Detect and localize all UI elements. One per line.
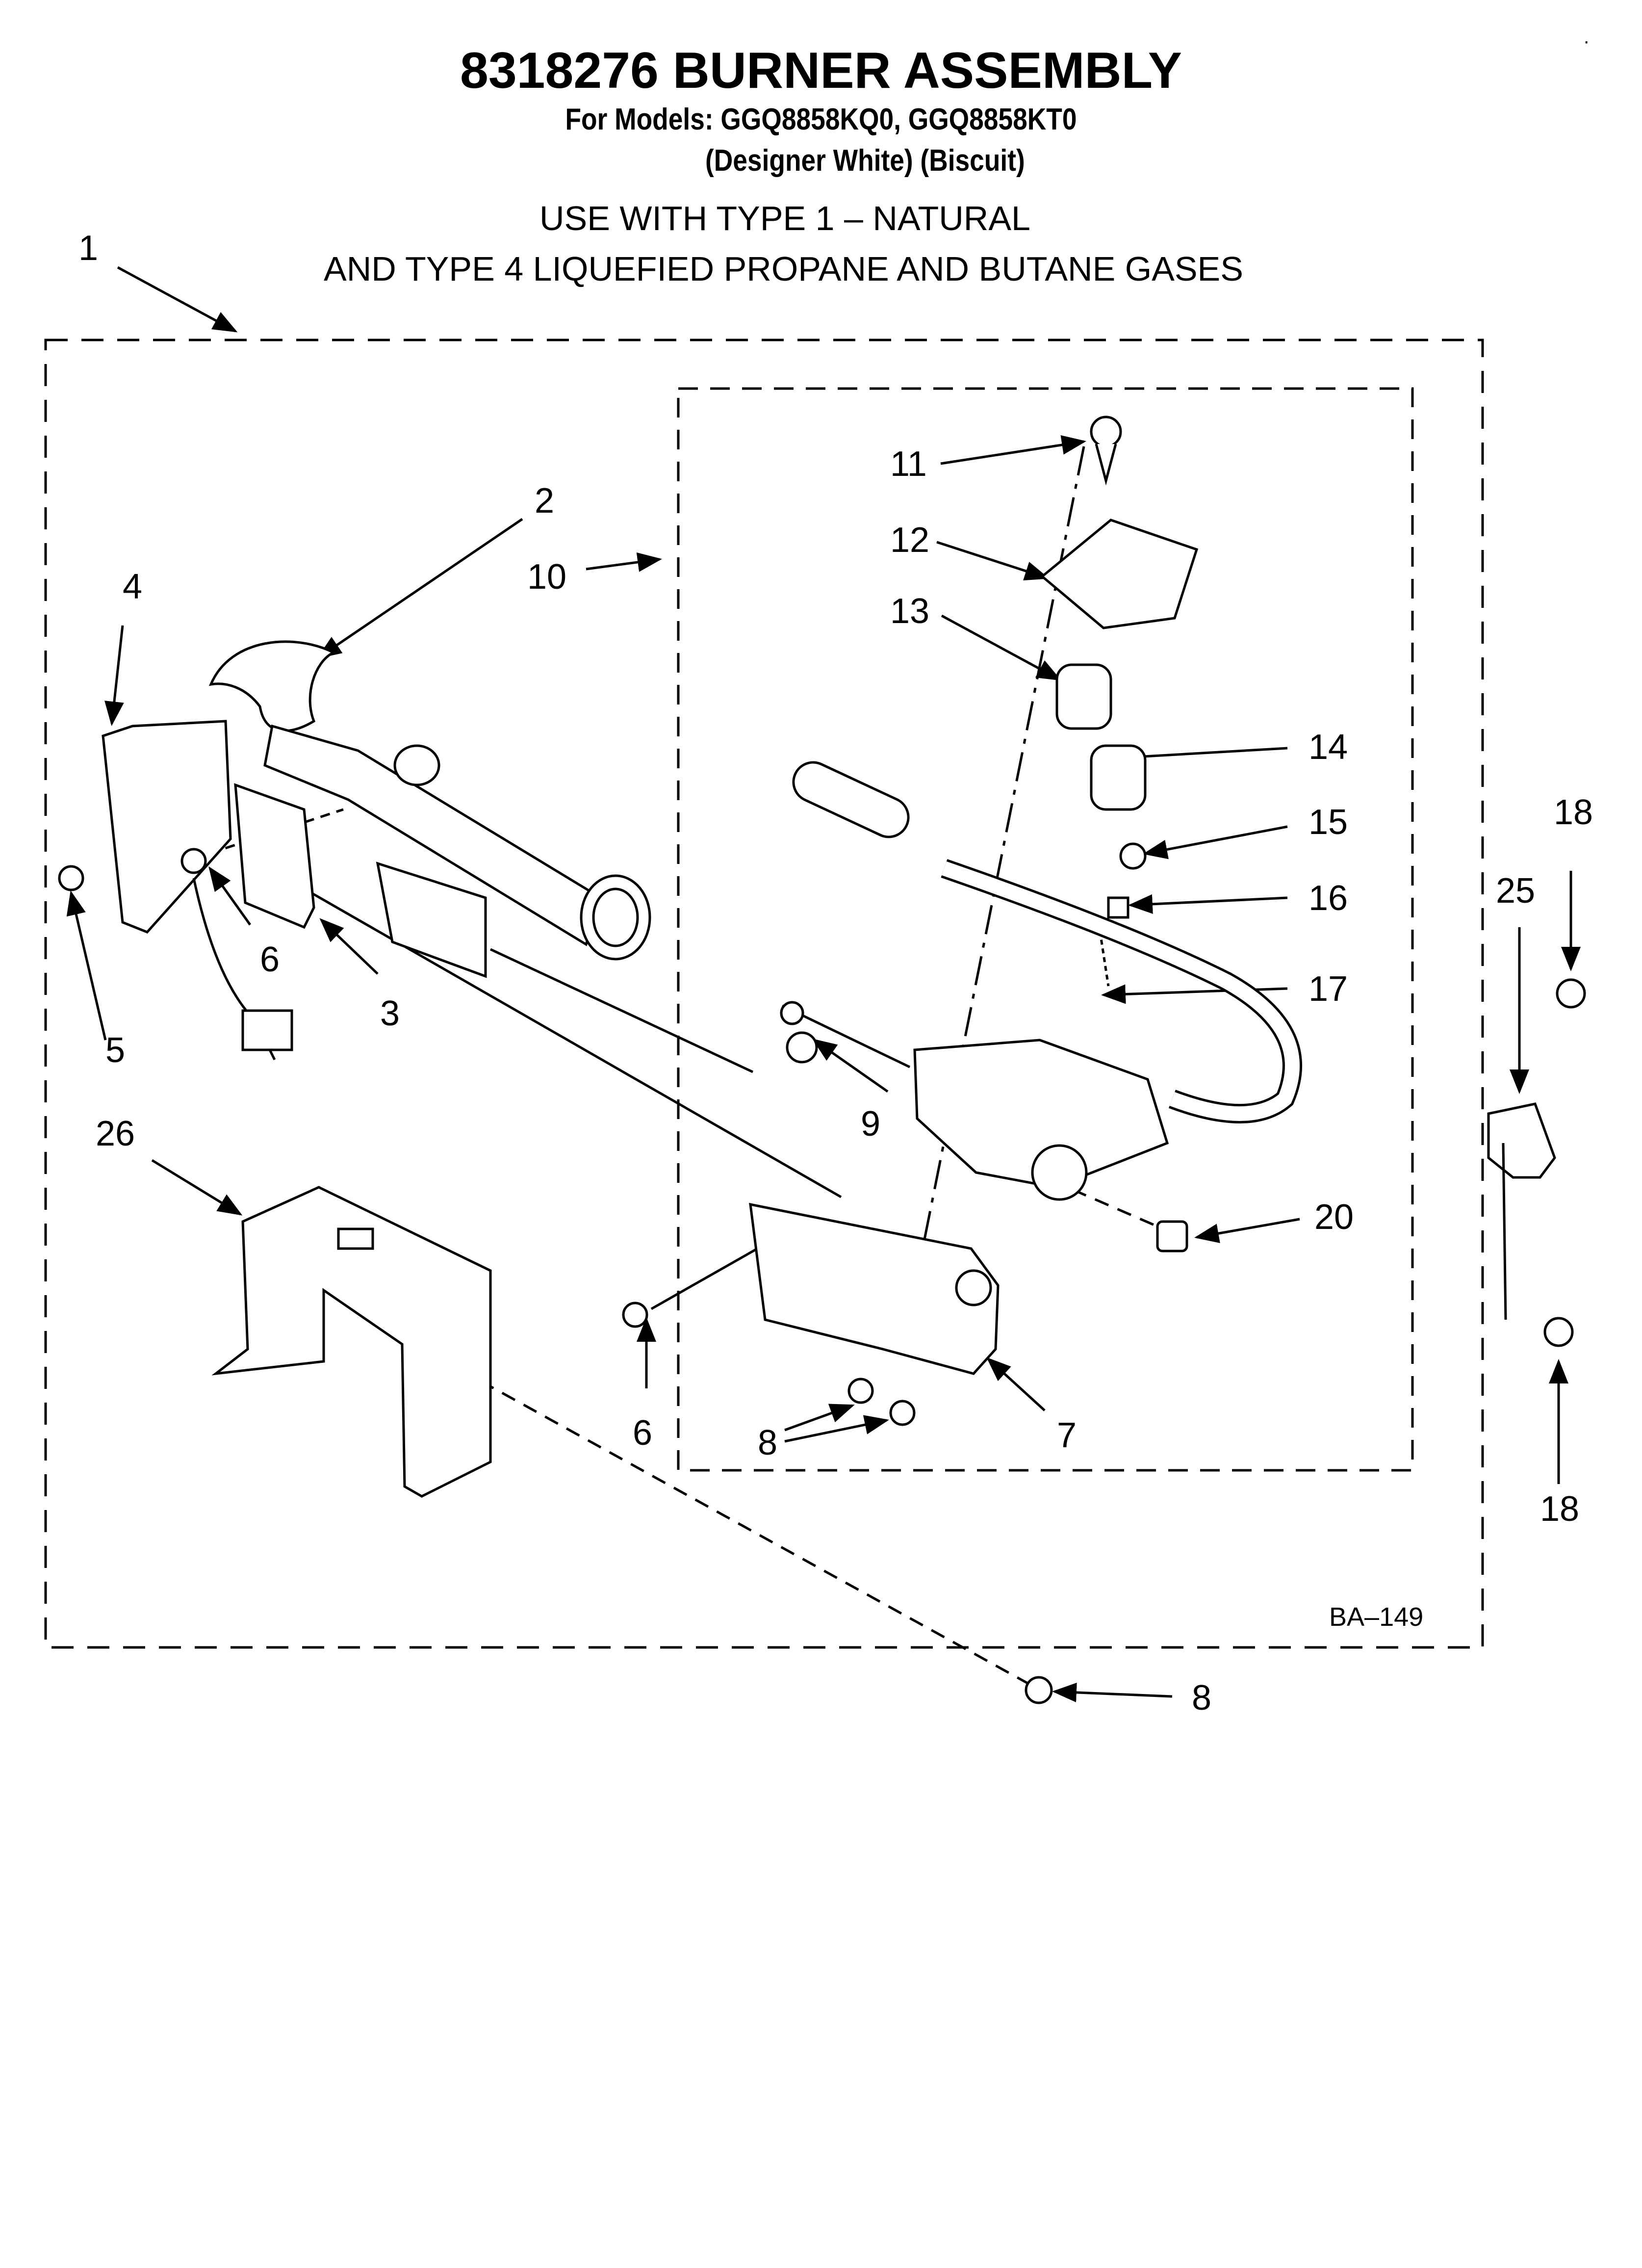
- models-line: For Models: GGQ8858KQ0, GGQ8858KT0: [565, 103, 1077, 136]
- callout-10: 10: [527, 557, 567, 597]
- callout-13: 13: [890, 592, 930, 631]
- side-bracket: [1487, 978, 1586, 1347]
- support-bracket: [211, 1186, 492, 1498]
- callout-11: 11: [890, 444, 927, 484]
- callout-15: 15: [1308, 803, 1348, 842]
- callout-12: 12: [890, 521, 930, 560]
- callout-7: 7: [1057, 1416, 1077, 1455]
- callout-2: 2: [535, 481, 555, 521]
- callout-25: 25: [1496, 871, 1536, 911]
- callout-5: 5: [105, 1031, 126, 1070]
- corner-mark: ·: [1583, 30, 1590, 52]
- callout-8a: 8: [758, 1423, 778, 1462]
- callout-14: 14: [1308, 728, 1348, 767]
- valve-kit-boundary: [677, 387, 1414, 1472]
- callout-1: 1: [78, 229, 99, 268]
- callout-3: 3: [380, 994, 400, 1033]
- callout-8b: 8: [1192, 1678, 1212, 1718]
- callout-6b: 6: [633, 1413, 653, 1453]
- burner-tube: [208, 640, 651, 961]
- callout-6a: 6: [260, 940, 280, 979]
- page-title: 8318276 BURNER ASSEMBLY: [460, 42, 1182, 99]
- assembly-boundary: [44, 339, 1484, 1649]
- gas-valve-kit: [749, 416, 1302, 1375]
- igniter-bracket: [102, 720, 487, 1061]
- callout-18a: 18: [1554, 793, 1593, 832]
- fasteners: [58, 848, 1053, 1704]
- usage-line-2: AND TYPE 4 LIQUEFIED PROPANE AND BUTANE …: [324, 250, 1243, 288]
- callout-20: 20: [1314, 1198, 1354, 1237]
- callout-9: 9: [861, 1104, 881, 1144]
- callout-26: 26: [96, 1114, 135, 1153]
- colors-line: (Designer White) (Biscuit): [705, 144, 1025, 178]
- usage-line-1: USE WITH TYPE 1 – NATURAL: [539, 199, 1030, 237]
- callout-16: 16: [1308, 879, 1348, 918]
- callout-17: 17: [1308, 969, 1348, 1009]
- callout-4: 4: [123, 567, 143, 606]
- diagram-code: BA–149: [1329, 1602, 1424, 1632]
- callout-18b: 18: [1540, 1489, 1580, 1529]
